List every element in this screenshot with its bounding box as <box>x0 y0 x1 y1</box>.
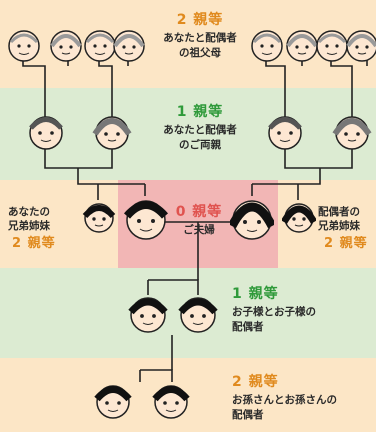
grandchild-icon <box>94 385 132 419</box>
grandchildren-desc-line2: 配偶者 <box>232 409 264 421</box>
couple-desc: ご夫婦 <box>183 224 215 236</box>
grandparents-desc-line2: の祖父母 <box>179 47 221 59</box>
children-desc-line1: お子様とお子様の <box>232 306 316 318</box>
grandfather-icon <box>8 30 40 62</box>
child-icon <box>128 297 168 333</box>
siblings-right-line2: 兄弟姉妹 <box>318 220 360 232</box>
siblings-right-line1: 配偶者の <box>318 206 360 218</box>
grandmother-icon <box>286 30 318 62</box>
grandchildren-degree: 2 親等 <box>232 374 279 390</box>
grandfather-icon <box>251 30 283 62</box>
parents-desc-line1: あなたと配偶者 <box>163 124 237 136</box>
mother-icon <box>92 116 132 150</box>
child-spouse-icon <box>178 297 218 333</box>
siblings-right-degree: 2 親等 <box>324 236 368 251</box>
grandparents-desc-line1: あなたと配偶者 <box>163 32 237 44</box>
wife-icon <box>230 200 274 240</box>
siblings-left-degree: 2 親等 <box>12 236 56 251</box>
grandchild-spouse-icon <box>152 385 190 419</box>
children-degree: 1 親等 <box>232 286 279 302</box>
siblings-left-line2: 兄弟姉妹 <box>8 220 50 232</box>
sibling-in-law-icon <box>282 203 316 233</box>
grandmother-icon <box>50 30 82 62</box>
grandchildren-desc-line1: お孫さんとお孫さんの <box>232 394 337 406</box>
children-desc-line2: 配偶者 <box>232 321 264 333</box>
grandfather-icon <box>316 30 348 62</box>
father-in-law-icon <box>268 116 302 150</box>
grandparents-degree: 2 親等 <box>176 12 224 28</box>
grandmother-icon <box>346 30 376 62</box>
sibling-icon <box>82 203 116 233</box>
grandmother-icon <box>113 30 145 62</box>
mother-in-law-icon <box>332 116 372 150</box>
couple-degree: 0 親等 <box>175 204 223 220</box>
parents-degree: 1 親等 <box>176 104 224 120</box>
husband-icon <box>124 200 168 240</box>
parents-desc-line2: のご両親 <box>179 139 221 151</box>
siblings-left-line1: あなたの <box>8 206 50 218</box>
father-icon <box>29 116 63 150</box>
